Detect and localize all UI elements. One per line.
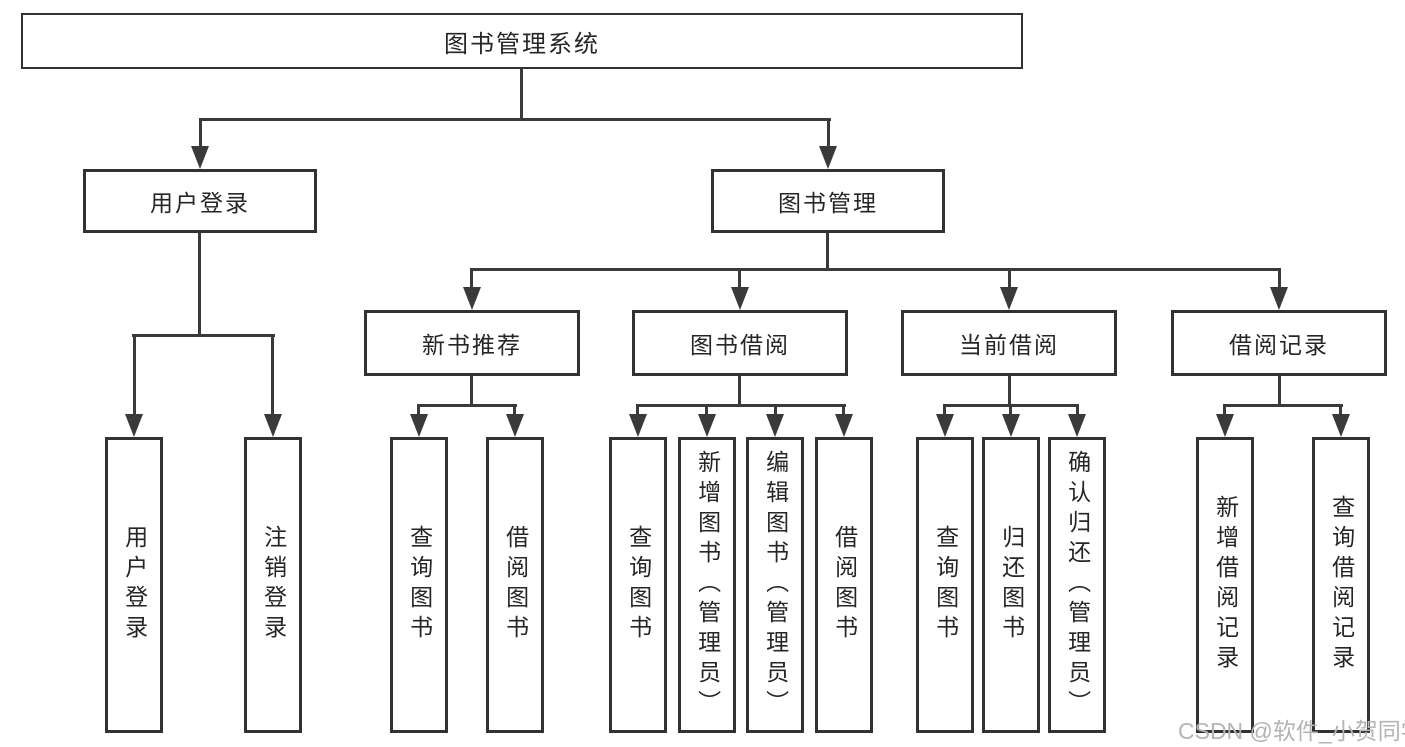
connector-line (1223, 404, 1343, 407)
arrow-down-icon (191, 146, 209, 169)
connector-line (826, 233, 829, 271)
node-leaf-add-book-admin: 新增图书（管理员） (678, 437, 736, 733)
arrow-down-icon (819, 146, 837, 169)
node-leaf-logout: 注销登录 (244, 437, 302, 733)
node-book-borrowing: 图书借阅 (632, 310, 848, 376)
node-leaf-return-book: 归还图书 (982, 437, 1040, 733)
node-leaf-query-books-borrowing: 查询图书 (609, 437, 667, 733)
node-leaf-user-login-label: 用户登录 (121, 525, 148, 645)
arrow-down-icon (264, 414, 282, 437)
arrow-down-icon (506, 414, 524, 437)
connector-line (1008, 268, 1011, 290)
connector-line (417, 404, 517, 407)
connector-line (1076, 404, 1079, 416)
connector-line (470, 376, 473, 407)
arrow-down-icon (125, 414, 143, 437)
connector-line (132, 334, 275, 337)
node-leaf-add-book-admin-label: 新增图书（管理员） (694, 450, 721, 720)
node-leaf-query-books-recommend: 查询图书 (390, 437, 448, 733)
node-book-management-label: 图书管理 (778, 190, 878, 216)
node-leaf-query-books-current-label: 查询图书 (932, 525, 959, 645)
node-leaf-borrow-books-label: 借阅图书 (831, 525, 858, 645)
arrow-down-icon (731, 287, 749, 310)
node-leaf-return-book-label: 归还图书 (998, 525, 1025, 645)
connector-line (1278, 268, 1281, 290)
arrow-down-icon (1068, 414, 1086, 437)
node-leaf-query-books-current: 查询图书 (916, 437, 974, 733)
node-leaf-query-books-borrowing-label: 查询图书 (625, 525, 652, 645)
connector-line (199, 118, 202, 148)
node-leaf-confirm-return-admin: 确认归还（管理员） (1048, 437, 1106, 733)
connector-line (636, 404, 846, 407)
node-user-login: 用户登录 (83, 169, 317, 233)
connector-line (1009, 404, 1012, 416)
connector-line (1223, 404, 1226, 416)
node-book-management: 图书管理 (711, 169, 945, 233)
connector-line (199, 118, 831, 121)
connector-line (470, 268, 1281, 271)
node-borrow-records: 借阅记录 (1171, 310, 1387, 376)
connector-line (842, 404, 845, 416)
arrow-down-icon (1270, 287, 1288, 310)
node-leaf-add-borrow-record-label: 新增借阅记录 (1212, 495, 1239, 675)
arrow-down-icon (698, 414, 716, 437)
connector-line (470, 268, 473, 290)
arrow-down-icon (629, 414, 647, 437)
connector-line (1339, 404, 1342, 416)
connector-line (198, 233, 201, 337)
node-book-borrowing-label: 图书借阅 (690, 332, 790, 358)
connector-line (705, 404, 708, 416)
arrow-down-icon (766, 414, 784, 437)
connector-line (417, 404, 420, 416)
arrow-down-icon (835, 414, 853, 437)
connector-line (774, 404, 777, 416)
node-leaf-add-borrow-record: 新增借阅记录 (1196, 437, 1254, 733)
node-new-book-recommend: 新书推荐 (364, 310, 580, 376)
node-leaf-query-borrow-record: 查询借阅记录 (1312, 437, 1370, 733)
arrow-down-icon (463, 287, 481, 310)
connector-line (636, 404, 639, 416)
node-leaf-logout-label: 注销登录 (260, 525, 287, 645)
node-leaf-borrow-books: 借阅图书 (815, 437, 873, 733)
node-user-login-label: 用户登录 (150, 190, 250, 216)
arrow-down-icon (1216, 414, 1234, 437)
arrow-down-icon (936, 414, 954, 437)
connector-line (520, 69, 523, 121)
node-leaf-edit-book-admin: 编辑图书（管理员） (746, 437, 804, 733)
node-leaf-edit-book-admin-label: 编辑图书（管理员） (762, 450, 789, 720)
connector-line (738, 268, 741, 290)
connector-line (1278, 376, 1281, 407)
node-leaf-confirm-return-admin-label: 确认归还（管理员） (1064, 450, 1091, 720)
node-leaf-user-login: 用户登录 (105, 437, 163, 733)
connector-line (738, 376, 741, 407)
node-leaf-borrow-books-recommend: 借阅图书 (486, 437, 544, 733)
node-borrow-records-label: 借阅记录 (1229, 332, 1329, 358)
node-root-label: 图书管理系统 (444, 30, 600, 58)
node-root: 图书管理系统 (21, 13, 1023, 69)
connector-line (271, 334, 274, 416)
node-current-borrowing: 当前借阅 (901, 310, 1117, 376)
node-leaf-query-books-recommend-label: 查询图书 (406, 525, 433, 645)
node-new-book-recommend-label: 新书推荐 (422, 332, 522, 358)
node-leaf-borrow-books-recommend-label: 借阅图书 (502, 525, 529, 645)
connector-line (827, 118, 830, 148)
connector-line (1008, 376, 1011, 407)
csdn-watermark: CSDN @软件_小贺同学 (1178, 718, 1405, 744)
connector-line (513, 404, 516, 416)
node-leaf-query-borrow-record-label: 查询借阅记录 (1328, 495, 1355, 675)
connector-line (943, 404, 946, 416)
connector-line (133, 334, 136, 416)
arrow-down-icon (410, 414, 428, 437)
arrow-down-icon (1002, 414, 1020, 437)
arrow-down-icon (1000, 287, 1018, 310)
arrow-down-icon (1332, 414, 1350, 437)
node-current-borrowing-label: 当前借阅 (959, 332, 1059, 358)
